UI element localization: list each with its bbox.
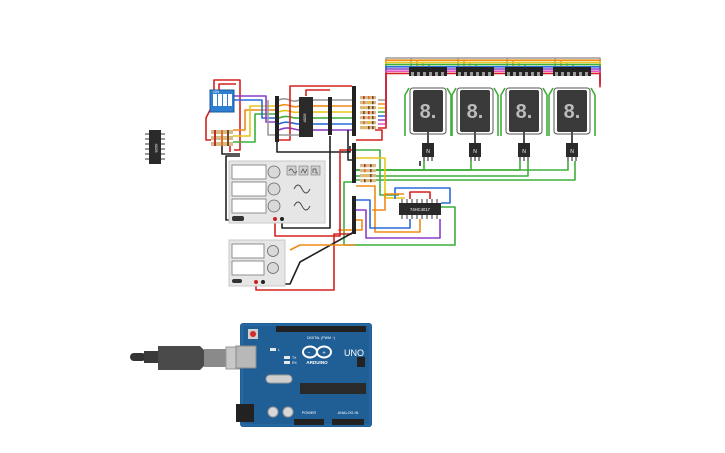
dip-switch[interactable]: ON [209,89,235,113]
fg-knob-3[interactable] [267,199,281,213]
decoder-chip[interactable]: 74HC4017 [399,199,441,219]
arduino-model: UNO [344,348,364,358]
function-generator[interactable] [228,160,326,224]
left-chip-label: 4026 [154,144,159,154]
resistor-ladder [360,96,376,183]
led-label-tx: TX [292,356,297,360]
power-supply[interactable] [228,239,286,287]
display-row: 8. N 8. N 8. N 8. N [409,67,591,161]
usb-port[interactable] [235,345,257,369]
analog-header[interactable] [332,419,364,425]
arduino-uno-board[interactable]: L TX RX DIGITAL (PWM ~) − + ARDUINO UNO … [235,323,372,427]
arduino-brand: ARDUINO [306,360,328,365]
header-strip-a [275,96,279,142]
seven-segment-icon: 8. [467,101,484,123]
left-chip[interactable]: 4026 [145,130,165,164]
center-chip-label: 4026 [302,113,307,123]
usb-cable-icon [130,346,249,370]
sine-wave-icon [293,201,311,211]
ps-terminal-neg[interactable] [261,280,265,284]
seven-segment-display[interactable]: 8. [409,67,447,135]
fg-terminal-neg[interactable] [280,217,284,221]
seven-segment-display[interactable]: 8. [505,67,543,135]
sine-wave-icon [293,184,311,194]
ps-terminal-pos[interactable] [254,280,258,284]
reset-button[interactable] [250,331,256,337]
power-label: POWER [302,411,317,415]
digital-header[interactable] [276,326,366,332]
led-label-l: L [278,348,280,352]
seven-segment-icon: 8. [420,101,437,123]
arduino-infinity-icon: − + [302,345,332,359]
transistor[interactable]: N [469,143,481,161]
led-label-rx: RX [292,361,298,365]
svg-text:−: − [308,350,311,356]
header-strip-b [328,97,332,135]
ps-knob-2[interactable] [267,262,279,274]
digital-label: DIGITAL (PWM ~) [307,336,335,340]
transistor-label: N [522,149,526,155]
transistor[interactable]: N [422,143,434,161]
ps-knob-1[interactable] [267,245,279,257]
center-chip[interactable]: 4026 [299,97,313,137]
fg-wave-button-1[interactable] [286,165,297,176]
power-header[interactable] [294,419,324,425]
seven-segment-icon: 8. [516,101,533,123]
transistor[interactable]: N [518,143,530,161]
transistor-label: N [473,149,477,155]
svg-text:+: + [322,351,326,357]
power-jack[interactable] [236,404,254,422]
resistor-array [211,130,233,146]
header-strip-c [352,86,356,234]
fg-terminal-pos[interactable] [273,217,277,221]
atmega-chip [300,383,366,394]
fg-wave-button-3[interactable] [310,165,321,176]
seven-segment-icon: 8. [564,101,581,123]
transistor[interactable]: N [566,143,578,161]
analog-label: ANALOG IN [338,411,359,415]
seven-segment-display[interactable]: 8. [456,67,494,135]
fg-knob-1[interactable] [267,165,281,179]
seven-segment-display[interactable]: 8. [553,67,591,135]
decoder-chip-label: 74HC4017 [410,207,431,212]
dip-switch-label: ON [213,89,219,94]
fg-knob-2[interactable] [267,182,281,196]
transistor-label: N [570,149,574,155]
transistor-label: N [426,149,430,155]
